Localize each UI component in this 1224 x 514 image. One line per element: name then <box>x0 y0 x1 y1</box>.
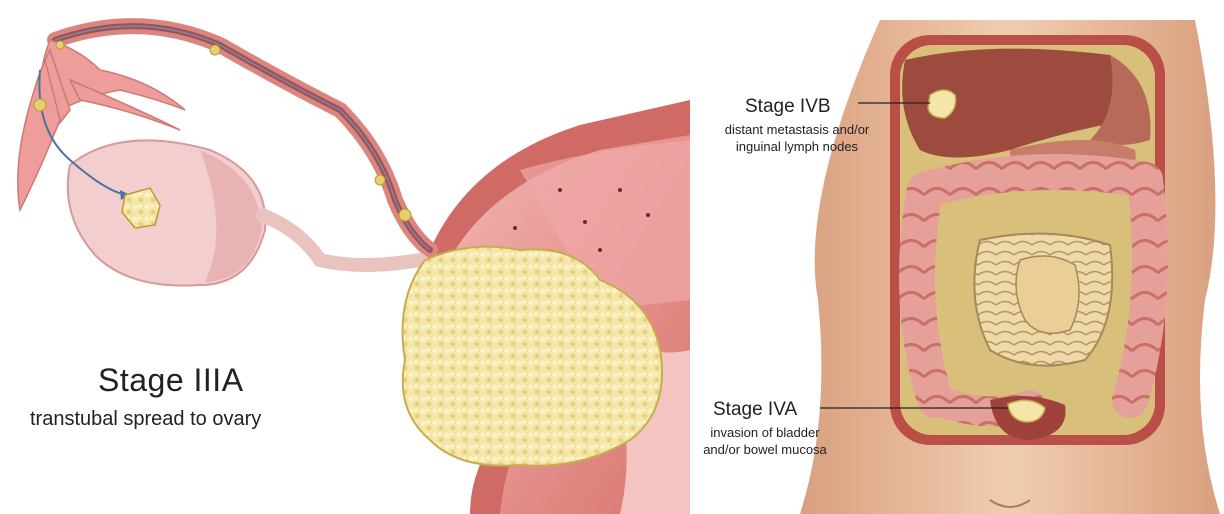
stage-iiia-illustration: Stage IIIA transtubal spread to ovary <box>0 0 690 514</box>
small-bowel <box>974 234 1112 366</box>
liver <box>902 49 1150 158</box>
ovary <box>68 140 420 285</box>
stage-iiia-title: Stage IIIA <box>98 362 244 399</box>
stage-iiia-description: transtubal spread to ovary <box>30 408 261 431</box>
stage-ivb-title: Stage IVB <box>745 96 831 118</box>
stage-ivb-description: distant metastasis and/or inguinal lymph… <box>722 121 872 155</box>
stage-iva-description: invasion of bladder and/or bowel mucosa <box>700 424 830 458</box>
stage-iiia-anatomy-graphic <box>0 0 690 514</box>
stage-iva-title: Stage IVA <box>713 399 797 421</box>
